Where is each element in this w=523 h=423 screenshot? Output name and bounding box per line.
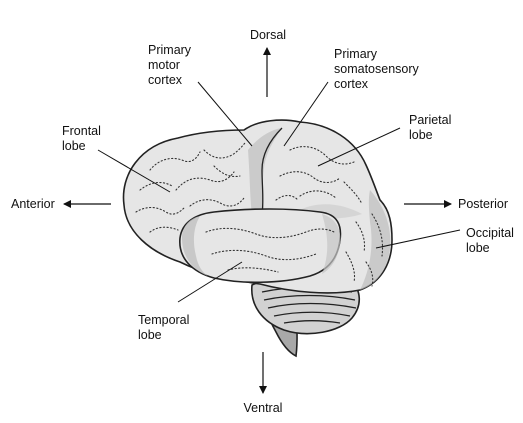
parietal-lobe-leader <box>317 127 401 167</box>
frontal-sulci <box>135 141 247 233</box>
frontal-lobe-leader <box>97 149 171 193</box>
occipital-lobe-leader <box>375 229 461 249</box>
primary-somatosensory-cortex-label: Primary somatosensory cortex <box>334 47 422 91</box>
occipital-lobe-label: Occipital lobe <box>466 226 517 255</box>
occipital-shade <box>360 190 391 290</box>
motor-cortex-leader <box>197 81 253 147</box>
temporal-shade <box>182 216 208 276</box>
temporal-lobe-label: Temporal lobe <box>138 313 193 342</box>
parietal-sulci <box>275 146 363 205</box>
temporal-lobe-leader <box>177 261 243 303</box>
occipital-sulci <box>345 213 384 287</box>
central-sulcus <box>261 127 283 215</box>
central-sulcus-shade <box>248 128 282 214</box>
frontal-lobe-label: Frontal lobe <box>62 124 104 153</box>
temporal-lobe-shape <box>179 208 342 284</box>
ventral-label: Ventral <box>244 401 283 415</box>
temporal-sulci <box>205 227 335 273</box>
somatosensory-leader <box>283 81 329 147</box>
parietal-lobe-label: Parietal lobe <box>409 113 455 142</box>
primary-motor-cortex-label: Primary motor cortex <box>148 43 195 87</box>
dorsal-label: Dorsal <box>250 28 286 42</box>
anterior-label: Anterior <box>11 197 55 211</box>
posterior-label: Posterior <box>458 197 508 211</box>
